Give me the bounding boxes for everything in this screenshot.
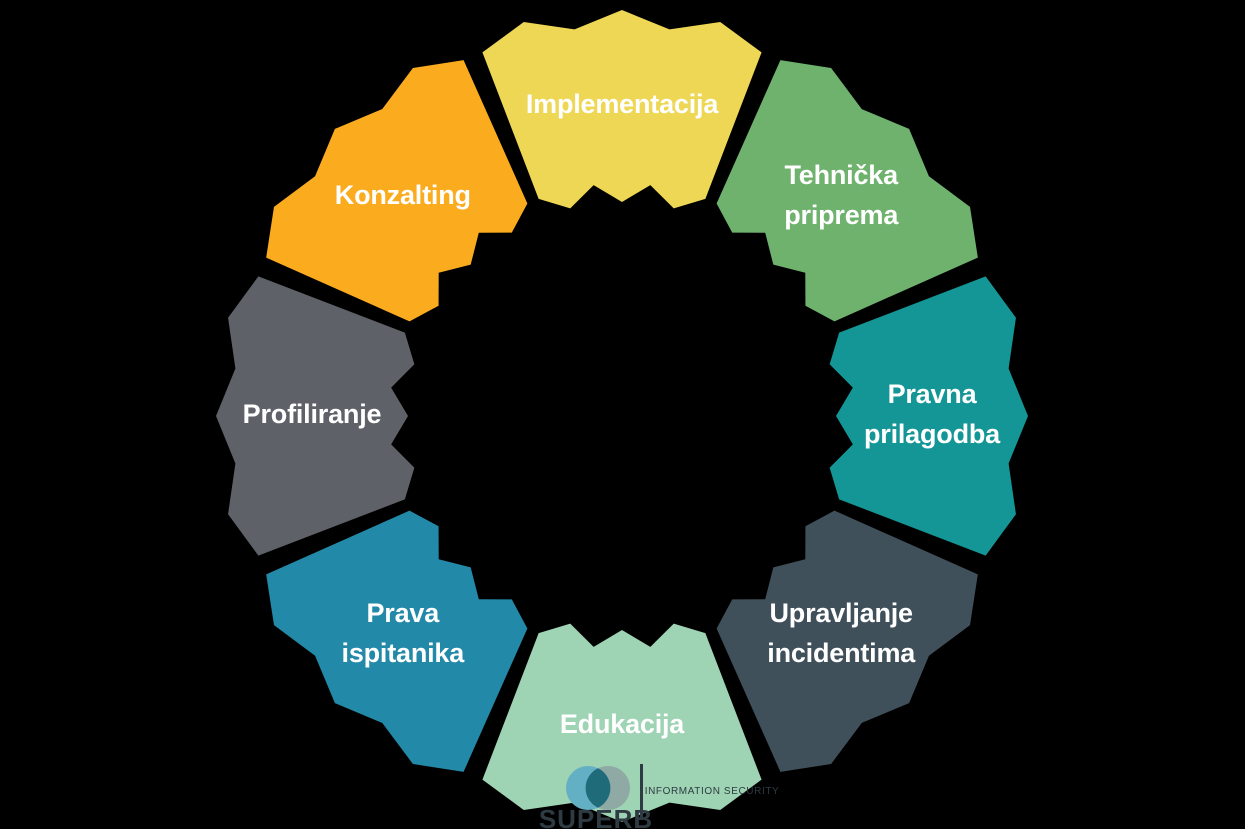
logo-wordmark: SUPERB	[539, 804, 653, 829]
segment-label-implementacija: Implementacija	[526, 89, 719, 119]
wheel-segment-profiliranje[interactable]	[216, 276, 415, 556]
wheel-segment-pravna-prilagodba[interactable]	[829, 276, 1028, 556]
segment-label-profiliranje: Profiliranje	[243, 399, 382, 429]
logo-tagline: INFORMATION SECURITY	[645, 786, 780, 797]
wheel-segment-implementacija[interactable]	[482, 10, 762, 209]
segment-label-edukacija: Edukacija	[560, 709, 685, 739]
wheel-segment-prava-ispitanika[interactable]	[266, 510, 528, 772]
logo-mark-overlap-icon	[585, 768, 611, 808]
superb-logo: SUPERB INFORMATION SECURITY	[539, 764, 779, 829]
wheel-segment-konzalting[interactable]	[266, 60, 528, 322]
logo-divider	[640, 764, 643, 820]
wheel-segments	[216, 10, 1028, 822]
segment-label-konzalting: Konzalting	[335, 180, 471, 210]
wheel-segment-tehnicka-priprema[interactable]	[716, 60, 978, 322]
wheel-segment-upravljanje-incidentima[interactable]	[716, 510, 978, 772]
wheel-segment-edukacija[interactable]	[482, 623, 762, 822]
